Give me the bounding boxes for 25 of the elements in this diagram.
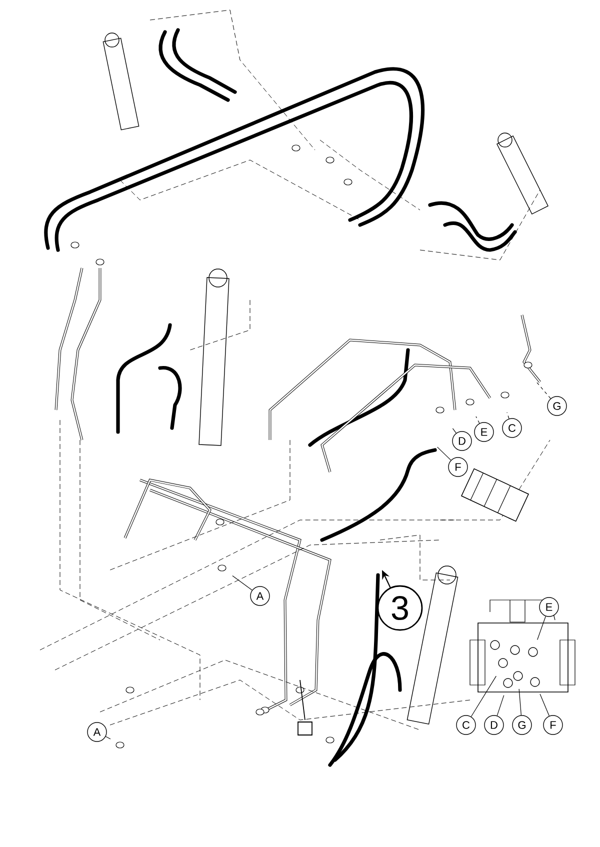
leader-line: [470, 676, 496, 717]
callout-letter: C: [502, 418, 522, 438]
leader-line: [518, 688, 522, 716]
leader-line: [452, 428, 456, 434]
callout-letter: G: [512, 715, 532, 735]
leader-line: [506, 412, 510, 419]
callout-letter: A: [87, 722, 107, 742]
callout-letter: A: [250, 586, 270, 606]
callout-letter: D: [484, 715, 504, 735]
leader-line: [232, 575, 252, 590]
leader-line: [105, 736, 111, 740]
callout-letter: F: [448, 457, 468, 477]
leader-line: [496, 695, 504, 716]
step-number: 3: [377, 585, 423, 631]
callout-letter: G: [547, 396, 567, 416]
leader-line: [536, 382, 551, 399]
callout-letter: F: [543, 715, 563, 735]
callout-letter: D: [452, 431, 472, 451]
leader-line: [476, 416, 480, 424]
callout-letter: E: [539, 597, 559, 617]
callout-letter: C: [456, 715, 476, 735]
leader-line: [437, 446, 452, 460]
leader-line: [537, 616, 546, 640]
leader-line: [540, 694, 550, 716]
callout-letter: E: [474, 422, 494, 442]
